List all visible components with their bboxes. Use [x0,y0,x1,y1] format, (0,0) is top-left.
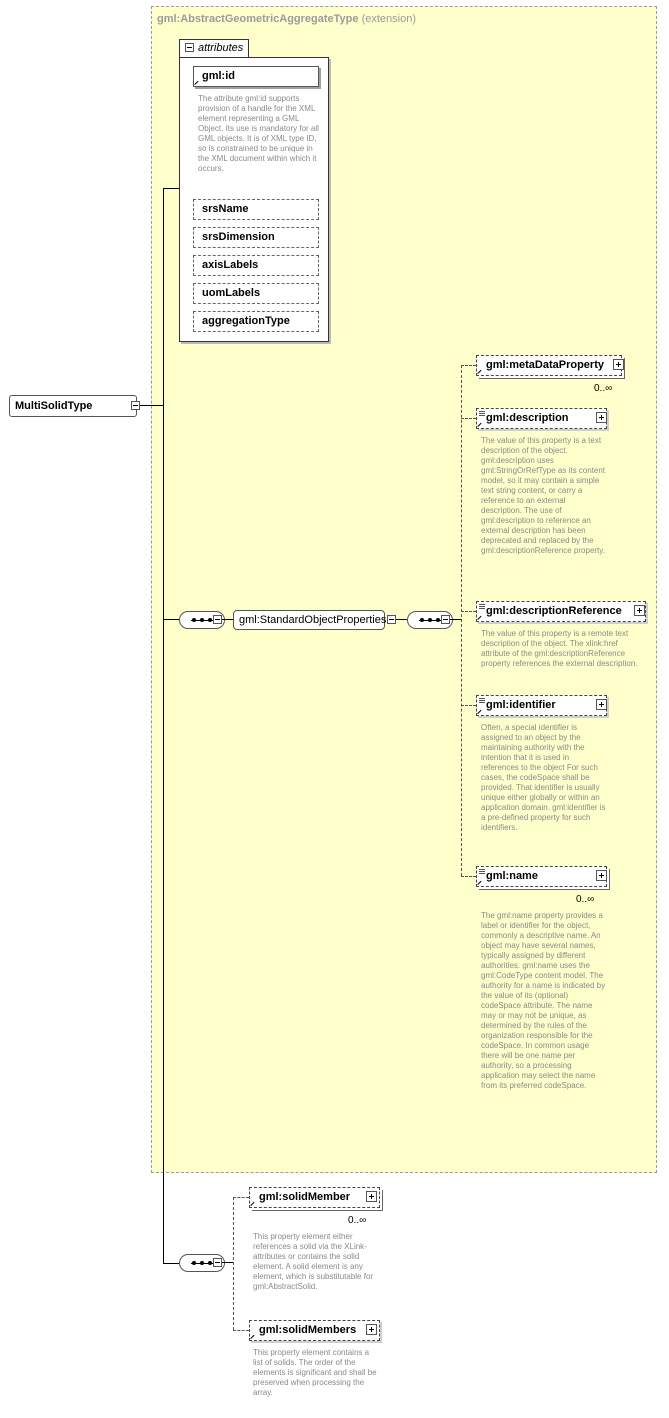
connector [151,405,163,406]
expand-icon[interactable] [613,359,624,370]
reference-arrow-icon [478,880,483,885]
reference-arrow-icon [251,1334,256,1339]
attributes-tab-label: attributes [198,42,244,54]
reference-arrow-icon [478,615,483,620]
connector [461,418,476,419]
attribute-aggregationtype[interactable]: aggregationType [193,311,319,332]
element-description-text: The gml:name property provides a label o… [481,911,606,1090]
element-name-box[interactable]: gml:name [476,866,607,887]
cardinality-label: 0..∞ [348,1215,367,1226]
expand-icon[interactable] [596,412,607,423]
element-name: gml:solidMembers [259,1324,357,1336]
collapse-icon[interactable] [441,615,450,624]
root-type-label: MultiSolidType [15,400,93,412]
connector [222,619,233,620]
attribute-name: srsName [202,203,249,215]
connector [461,876,476,877]
reference-arrow-icon [195,80,200,85]
element-description-text: The value of this property is a text des… [481,436,606,555]
element-metadataproperty[interactable]: gml:metaDataProperty [476,355,622,376]
attributes-tab[interactable] [179,39,249,58]
documentation-icon [479,698,485,704]
collapse-icon[interactable] [213,615,222,624]
element-description-text: This property element either references … [253,1232,374,1291]
element-solidmembers[interactable]: gml:solidMembers [249,1320,380,1341]
element-name: gml:description [486,412,569,424]
sequence-dot [208,1261,212,1265]
connector [222,1262,233,1263]
collapse-icon[interactable] [185,43,194,52]
connector [233,1197,249,1198]
sequence-dot [192,618,196,622]
attribute-name: srsDimension [202,231,275,243]
connector [461,705,476,706]
cardinality-label: 0..∞ [576,894,595,905]
connector [163,188,179,189]
collapse-icon[interactable] [131,401,140,410]
documentation-icon [479,604,485,610]
element-name: gml:solidMember [259,1191,351,1203]
cardinality-label: 0..∞ [594,383,613,394]
region-title: gml:AbstractGeometricAggregateType (exte… [157,13,416,25]
element-description[interactable]: gml:description [476,408,607,429]
element-description-text: Often, a special identifier is assigned … [481,723,606,832]
expand-icon[interactable] [366,1324,377,1335]
reference-arrow-icon [478,709,483,714]
element-name: gml:metaDataProperty [486,359,604,371]
connector [450,619,461,620]
connector [461,365,476,366]
collapse-icon[interactable] [213,1258,222,1267]
documentation-icon [479,869,485,875]
expand-icon[interactable] [634,605,645,616]
attribute-name: aggregationType [202,315,290,327]
group-label: gml:StandardObjectProperties [239,614,387,626]
sequence-dot [192,1261,196,1265]
attribute-description: The attribute gml:id supports provision … [198,94,319,173]
connector [163,188,164,1263]
sequence-dot [208,618,212,622]
attribute-name: uomLabels [202,287,261,299]
root-type-box[interactable]: MultiSolidType [9,395,137,417]
element-identifier[interactable]: gml:identifier [476,695,607,716]
documentation-icon [479,411,485,417]
attribute-srsname[interactable]: srsName [193,199,319,220]
attribute-srsdimension[interactable]: srsDimension [193,227,319,248]
connector [233,1330,249,1331]
sequence-dot [436,618,440,622]
element-name: gml:descriptionReference [486,605,622,617]
connector [233,1197,234,1330]
element-description-text: The value of this property is a remote t… [481,629,638,668]
element-descriptionreference[interactable]: gml:descriptionReference [476,601,646,622]
element-solidmember[interactable]: gml:solidMember [249,1187,380,1208]
attribute-gml-id[interactable]: gml:id [193,66,319,87]
expand-icon[interactable] [366,1191,377,1202]
sequence-dot [200,618,204,622]
attribute-name: axisLabels [202,259,259,271]
connector [461,611,476,612]
connector [137,405,151,406]
region-type-name: gml:AbstractGeometricAggregateType [157,13,359,25]
element-name: gml:identifier [486,699,556,711]
connector [163,1263,179,1264]
reference-arrow-icon [478,369,483,374]
attribute-name: gml:id [202,70,235,82]
attribute-axislabels[interactable]: axisLabels [193,255,319,276]
group-standard-object-properties[interactable]: gml:StandardObjectProperties [233,610,387,630]
expand-icon[interactable] [596,699,607,710]
element-description-text: This property element contains a list of… [253,1348,377,1397]
reference-arrow-icon [478,422,483,427]
reference-arrow-icon [251,1201,256,1206]
attribute-uomlabels[interactable]: uomLabels [193,283,319,304]
connector [396,619,407,620]
sequence-dot [200,1261,204,1265]
collapse-icon[interactable] [387,615,396,624]
element-name: gml:name [486,870,538,882]
region-type-suffix: (extension) [361,13,416,25]
sequence-dot [420,618,424,622]
connector [163,619,179,620]
connector [461,365,462,876]
expand-icon[interactable] [596,870,607,881]
sequence-dot [428,618,432,622]
